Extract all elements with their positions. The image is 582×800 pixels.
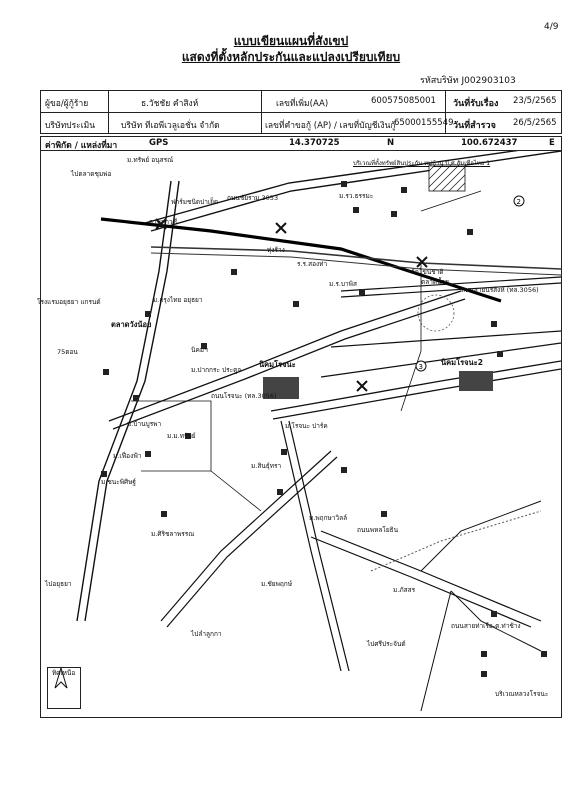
map-label-15: 75ตอน <box>57 348 78 356</box>
road-mid-east <box>330 330 561 348</box>
received-date: 23/5/2565 <box>513 96 557 106</box>
map-label-18: นิคมโรจนะ <box>259 360 296 369</box>
north-arrow-shape <box>54 666 68 689</box>
received-label: วันที่รับเรื่อง <box>453 99 499 109</box>
road-3056 <box>340 276 561 292</box>
map-label-0: ม.ทรัพย์ อนุสรณ์ <box>127 156 174 164</box>
svg-text:3: 3 <box>419 363 423 371</box>
applicant-name: ธ.วัชชัย คำสิงห์ <box>141 99 199 109</box>
map-label-31: ม.พฤกษาวิลล์ <box>309 514 348 522</box>
map-label-33: ม.ภัสสร <box>393 586 416 594</box>
road-sw <box>160 450 338 628</box>
map-label-5: ม.รว.ธรรมะ <box>339 192 374 200</box>
map-area[interactable]: 2 3 บริเวณที่ตั้งทร <box>37 150 562 718</box>
map-label-6: ลานท่าวชี <box>149 218 178 226</box>
highway-ne <box>144 151 561 232</box>
reference-circle <box>417 294 455 332</box>
map-label-36: ถนนสายท่าเรือ-ต.ท่าช้าง <box>451 622 521 630</box>
valuer-name: บริษัท ทีเอพีเวลูเอชั่น จำกัด <box>121 121 220 131</box>
page-title: แบบเขียนแผนที่สังเขป <box>233 34 349 48</box>
map-label-35: บริเวณหลวงโรจนะ <box>495 690 549 698</box>
site-label: บริเวณที่ตั้งทรัพย์สินประกัน หมู่บ้าน ปิ… <box>353 160 491 167</box>
map-label-7: ถนนสายนรสิงห์ (ทล.3056) <box>461 286 539 294</box>
road-parallel <box>150 246 561 270</box>
map-label-1: ไปตลาดชุมพ่อ <box>71 170 112 178</box>
svg-text:2: 2 <box>517 198 521 206</box>
road-south <box>280 420 350 672</box>
railway <box>370 510 542 572</box>
map-label-14: ม.กรุงไทย อยุธยา <box>153 296 203 304</box>
map-label-2: ถนนชัยราม 3053 <box>227 194 279 202</box>
applicant-label: ผู้ขอ/ผู้กู้ร้าย <box>45 99 89 109</box>
map-label-3: ฟาร์มชนิดปาเย็ด <box>171 198 219 206</box>
map-label-32: ม.ชัยพฤกษ์ <box>261 580 293 588</box>
map-label-13: ตลาดวังน้อย <box>111 320 152 329</box>
map-label-19: ม.ม.ทรัพย์ <box>167 432 196 440</box>
info-table: ผู้ขอ/ผู้กู้ร้าย ธ.วัชชัย คำสิงห์ เลขที่… <box>40 90 562 134</box>
highway-center <box>270 360 561 420</box>
map-label-11: วัดโขนชาติ <box>411 268 444 276</box>
nikom-rojana-2 <box>459 371 493 391</box>
road-se-branch <box>420 500 542 572</box>
highway-main <box>76 180 180 622</box>
map-label-22: ม.เฟื่องฟ้า <box>113 452 142 460</box>
map-label-28: ม.ศิริชลาพรรณ <box>151 530 195 538</box>
map-label-16: นิคมฯ <box>191 346 208 354</box>
survey-date: 26/5/2565 <box>513 118 557 128</box>
map-canvas: 2 3 <box>54 151 561 712</box>
ap-value: 65000155549 <box>394 118 454 128</box>
coord-label: ค่าพิกัด / แหล่งที่มา <box>45 141 118 151</box>
site-area <box>428 164 466 192</box>
map-label-23: ไปอยุธยา <box>45 580 72 588</box>
map-label-29: ไปลำลูกกา <box>191 630 222 638</box>
map-label-12: โรงแรมอยุธยา แกรนด์ <box>37 298 101 306</box>
coord-source: GPS <box>149 138 169 148</box>
map-label-8: ตลาดน้ำฯ <box>421 278 449 286</box>
map-label-21: ม.ชนะพิศิษฐ์ <box>101 478 136 486</box>
info-row-1: ผู้ขอ/ผู้กู้ร้าย ธ.วัชชัย คำสิงห์ เลขที่… <box>41 91 561 112</box>
map-label-10: ม.ร.บาพิส <box>329 280 357 288</box>
map-label-17: ม.ปากกระ ประตูจ <box>191 366 242 374</box>
map-label-30: ถนนพหลโยธิน <box>357 526 399 534</box>
coord-row: ค่าพิกัด / แหล่งที่มา GPS 14.370725 N 10… <box>40 136 562 151</box>
coord-lon: 100.672437 <box>461 138 518 148</box>
map-label-25: ม.โรจนะ ปาร์ค <box>285 422 328 430</box>
survey-label: วันที่สำรวจ <box>453 121 496 131</box>
aa-label: เลขที่เพิ่ม(AA) <box>276 99 329 109</box>
map-label-26: ถนนโรจนะ (ทล.3056) <box>211 392 277 400</box>
map-label-9: ร.ร.สองท่า <box>297 260 328 268</box>
map-label-34: ไปศรีประจันต์ <box>367 640 406 648</box>
map-label-20: ม.บ้านบูรพา <box>127 420 162 428</box>
coord-lat: 14.370725 <box>289 138 340 148</box>
north-arrow-box: ทิศเหนือ <box>47 667 81 709</box>
page-number: 4/9 <box>544 22 559 32</box>
page-subtitle: แสดงที่ตั้งหลักประกันและแปลงเปรียบเทียบ <box>181 50 401 64</box>
road-rojana <box>108 290 466 430</box>
nikom-rojana-1 <box>263 377 299 399</box>
north-label: ทิศเหนือ <box>52 669 76 677</box>
valuer-label: บริษัทประเมิน <box>45 121 96 131</box>
aa-value: 600575085001 <box>371 96 436 106</box>
map-label-4: ทุ่งร้าง <box>267 246 285 254</box>
road-phahon <box>310 530 542 628</box>
map-label-27: ม.สินธุ์ทรา <box>251 462 282 470</box>
coord-n: N <box>387 138 395 148</box>
ap-label: เลขที่คำขอกู้ (AP) / เลขที่บัญชีเงินกู้ <box>265 121 396 131</box>
info-row-2: บริษัทประเมิน บริษัท ทีเอพีเวลูเอชั่น จำ… <box>41 112 561 134</box>
coord-e: E <box>549 138 555 148</box>
map-label-24: นิคมโรจนะ2 <box>441 358 483 367</box>
company-code: รหัสบริษัท J002903103 <box>420 76 516 86</box>
